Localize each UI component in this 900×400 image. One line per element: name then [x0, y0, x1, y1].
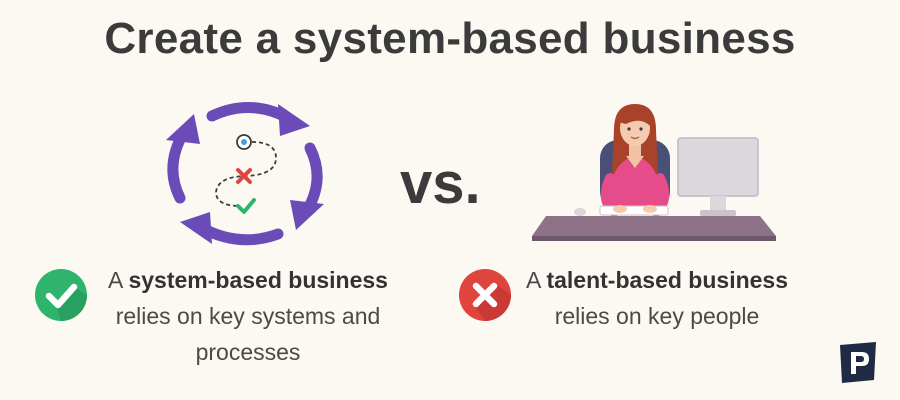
caption-prefix: A [108, 267, 129, 293]
person-at-desk-illustration [532, 104, 776, 241]
talent-based-caption-row: A talent-based business relies on key pe… [458, 262, 792, 334]
page-title: Create a system-based business [104, 14, 796, 63]
check-circle-icon [35, 269, 87, 321]
caption-bold: system-based business [128, 267, 388, 293]
caption-prefix: A [525, 267, 547, 293]
caption-rest: relies on key systems and processes [115, 303, 381, 365]
process-path [215, 141, 277, 207]
system-based-caption: A system-based business relies on key sy… [98, 262, 398, 370]
cycle-arrow-bottom [196, 222, 284, 246]
cross-circle-icon [459, 269, 511, 321]
caption-rest: relies on key people [554, 303, 760, 329]
brand-p-logo-icon [840, 342, 876, 383]
versus-label: vs. [400, 151, 481, 216]
success-node-icon [236, 198, 256, 214]
cycle-arrow-top [206, 102, 294, 124]
talent-based-caption: A talent-based business relies on key pe… [522, 262, 792, 334]
system-based-caption-row: A system-based business relies on key sy… [34, 262, 398, 370]
error-node-icon [236, 168, 252, 184]
keyboard-icon [599, 205, 669, 216]
system-process-illustration [166, 102, 324, 246]
mouse-icon [574, 208, 586, 216]
caption-bold: talent-based business [546, 267, 789, 293]
